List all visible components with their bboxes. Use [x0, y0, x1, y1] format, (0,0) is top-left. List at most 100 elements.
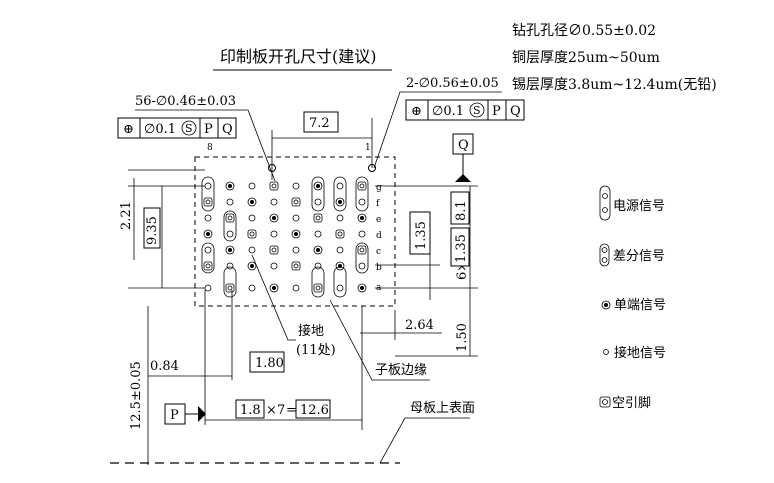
- empty-pin-center: [315, 285, 321, 291]
- empty-pin: [269, 181, 279, 191]
- signal-pin-center: [316, 184, 320, 188]
- signal-pin: [248, 246, 256, 254]
- signal-pin: [335, 197, 345, 207]
- svg-text:12.5±0.05: 12.5±0.05: [129, 361, 144, 430]
- signal-pin: [358, 262, 366, 270]
- power-pin-pair: [355, 176, 369, 212]
- power-pin-icon: [599, 185, 611, 221]
- empty-pin-center: [227, 215, 233, 221]
- signal-pin-center: [272, 216, 276, 220]
- svg-text:×: ×: [266, 403, 277, 418]
- ground-count-label: (11处): [296, 343, 336, 358]
- signal-pin: [313, 245, 323, 255]
- svg-text:2.21: 2.21: [119, 201, 134, 230]
- empty-pin-center: [359, 183, 365, 189]
- signal-pin: [270, 262, 278, 270]
- diff-pin-pair: [223, 210, 237, 242]
- signal-pin-center: [294, 232, 298, 236]
- signal-pin: [269, 213, 279, 223]
- svg-text:8.1: 8.1: [454, 200, 469, 221]
- diff-pin-icon: [599, 243, 610, 267]
- ground-pin: [336, 284, 344, 292]
- ground-pin: [336, 214, 344, 222]
- svg-text:1.50: 1.50: [455, 323, 470, 352]
- empty-pin: [335, 229, 345, 239]
- signal-pin: [336, 246, 344, 254]
- empty-pin-center: [293, 199, 299, 205]
- svg-text:Q: Q: [222, 122, 233, 137]
- fcf-left: ⊕ ∅0.1 S P Q: [117, 117, 237, 139]
- signal-pin: [248, 182, 256, 190]
- fcf-right: ⊕ ∅0.1 S P Q: [405, 99, 525, 121]
- empty-pin: [225, 213, 235, 223]
- row-label-b: b: [376, 263, 382, 273]
- empty-pin-center: [205, 199, 211, 205]
- empty-pin: [225, 283, 235, 293]
- empty-pin-icon: [599, 396, 611, 408]
- board-edge-leader: [329, 299, 430, 381]
- ground-pin: [226, 262, 234, 270]
- ground-pin: [358, 230, 366, 238]
- signal-pin-center: [206, 232, 210, 236]
- svg-text:1.80: 1.80: [255, 356, 284, 371]
- ground-pin: [248, 214, 256, 222]
- signal-pin-center: [272, 286, 276, 290]
- diff-pin-pair: [333, 266, 347, 298]
- svg-text:∅0.1: ∅0.1: [144, 122, 176, 137]
- spec-copper: 铜层厚度25um~50um: [512, 50, 660, 66]
- large-hole: [368, 164, 376, 172]
- svg-text:S: S: [473, 104, 481, 117]
- signal-pin-center: [228, 184, 232, 188]
- signal-pin-center: [338, 200, 342, 204]
- signal-pin: [225, 245, 235, 255]
- diff-pin-pair: [223, 266, 237, 298]
- row-label-e: e: [376, 215, 381, 225]
- empty-pin: [203, 261, 213, 271]
- dim-pitch-top: 7.2: [271, 111, 373, 180]
- svg-text:差分信号: 差分信号: [613, 249, 665, 264]
- svg-text:Q: Q: [458, 138, 469, 153]
- legend-item: 空引脚: [599, 395, 651, 411]
- empty-pin: [203, 197, 213, 207]
- svg-text:1.8: 1.8: [240, 403, 261, 418]
- signal-pin: [269, 283, 279, 293]
- power-pin-pair: [201, 242, 215, 274]
- row-label-d: d: [376, 231, 382, 241]
- empty-pin-center: [315, 215, 321, 221]
- ground-pin: [292, 182, 300, 190]
- signal-pin: [335, 261, 345, 271]
- ground-label: 接地: [298, 323, 324, 339]
- diff-pin-pair: [355, 242, 369, 274]
- power-pin-pair: [333, 176, 347, 212]
- signal-pin-center: [338, 264, 342, 268]
- power-pin-pair: [311, 176, 325, 212]
- row-label-g: g: [376, 183, 382, 193]
- svg-text:7: 7: [277, 403, 285, 418]
- signal-pin: [292, 214, 300, 222]
- signal-pin: [291, 229, 301, 239]
- signal-pin: [203, 229, 213, 239]
- mother-surface-label: 母板上表面: [410, 401, 475, 416]
- ground-pin: [292, 246, 300, 254]
- empty-pin-center: [227, 285, 233, 291]
- dim-bottom: 0.84 1.80 1.8 × 7 = 12.6 12.5±0.05: [129, 290, 363, 465]
- callout-small-holes: 56-∅0.46±0.03: [135, 94, 236, 109]
- spec-block: 钻孔孔径∅0.55±0.02 铜层厚度25um~50um 锡层厚度3.8um~1…: [512, 23, 717, 93]
- legend: 电源信号 差分信号 单端信号 接地信号 空引脚: [599, 185, 666, 411]
- callout-large-leader: [373, 91, 502, 169]
- empty-pin-center: [271, 183, 277, 189]
- ground-pin: [314, 198, 322, 206]
- legend-item: 接地信号: [603, 345, 666, 361]
- signal-pin: [313, 181, 323, 191]
- row-label-a: a: [376, 283, 382, 293]
- empty-pin: [291, 197, 301, 207]
- signal-pin: [357, 283, 367, 293]
- ground-pin: [270, 230, 278, 238]
- empty-pin: [313, 213, 323, 223]
- ground-pin: [226, 198, 234, 206]
- power-pin-pair: [201, 176, 215, 212]
- svg-text:S: S: [185, 122, 193, 135]
- signal-pin: [204, 284, 212, 292]
- svg-text:P: P: [204, 122, 213, 137]
- signal-pin: [247, 261, 257, 271]
